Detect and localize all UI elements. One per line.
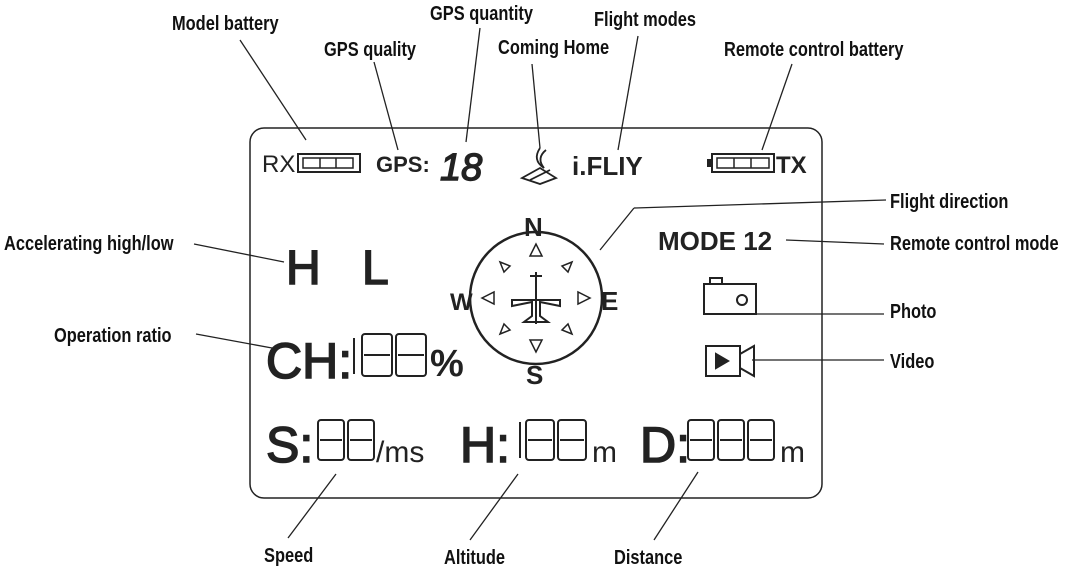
tx-label: TX bbox=[776, 152, 807, 179]
photo-icon bbox=[703, 277, 757, 315]
rc-battery-icon bbox=[707, 153, 775, 173]
ch-prefix: CH: bbox=[266, 333, 352, 389]
accel-high: H bbox=[286, 242, 321, 295]
compass-east: E bbox=[601, 286, 618, 316]
coming-home-icon bbox=[519, 147, 559, 185]
callout-flight-direction: Flight direction bbox=[890, 191, 1009, 213]
leader-rc-mode bbox=[785, 239, 885, 245]
leader-speed bbox=[287, 473, 337, 539]
rx-label: RX bbox=[262, 151, 295, 178]
ch-percent: % bbox=[430, 343, 464, 385]
mode-label: MODE 12 bbox=[658, 226, 772, 256]
leader-accelerating bbox=[193, 243, 285, 263]
callout-flight-modes: Flight modes bbox=[594, 9, 697, 31]
airplane-icon bbox=[511, 272, 561, 324]
leader-gps-quantity bbox=[465, 27, 481, 143]
callout-rc-mode: Remote control mode bbox=[890, 233, 1059, 255]
callout-coming-home: Coming Home bbox=[498, 37, 610, 59]
callout-speed: Speed bbox=[264, 545, 314, 567]
leader-coming-home bbox=[531, 63, 541, 149]
accel-low: L bbox=[362, 242, 389, 295]
speed-prefix: S: bbox=[266, 417, 313, 473]
leader-flight-modes bbox=[617, 35, 639, 151]
altitude-digits bbox=[519, 419, 587, 461]
callout-rc-battery: Remote control battery bbox=[724, 39, 904, 61]
compass-north: N bbox=[524, 212, 543, 242]
leader-model-battery bbox=[239, 39, 307, 141]
leader-lines bbox=[193, 27, 887, 541]
leader-distance bbox=[653, 471, 699, 541]
speed-digits bbox=[317, 419, 375, 461]
model-battery-icon bbox=[297, 153, 361, 173]
lcd-screen-outline bbox=[249, 127, 823, 499]
video-icon bbox=[705, 344, 755, 378]
leader-rc-battery bbox=[761, 63, 793, 151]
altitude-unit: m bbox=[592, 436, 617, 469]
compass-ring bbox=[468, 230, 604, 366]
leader-operation-ratio bbox=[195, 333, 273, 349]
callout-video: Video bbox=[890, 351, 935, 373]
callout-model-battery: Model battery bbox=[172, 13, 279, 35]
callout-photo: Photo bbox=[890, 301, 937, 323]
callout-altitude: Altitude bbox=[444, 547, 506, 569]
gps-count-digits: 18 bbox=[440, 147, 482, 189]
speed-unit: /ms bbox=[376, 436, 424, 469]
ch-digits bbox=[353, 333, 427, 377]
distance-digits bbox=[687, 419, 775, 461]
callout-operation-ratio: Operation ratio bbox=[54, 325, 172, 347]
distance-unit: m bbox=[780, 436, 805, 469]
leader-gps-quality bbox=[373, 61, 399, 151]
altitude-prefix: H: bbox=[460, 417, 510, 473]
compass-south: S bbox=[526, 360, 543, 390]
distance-prefix: D: bbox=[640, 417, 690, 473]
leader-altitude bbox=[469, 473, 519, 541]
callout-distance: Distance bbox=[614, 547, 683, 569]
callout-accelerating: Accelerating high/low bbox=[4, 233, 174, 255]
gps-label: GPS: bbox=[376, 152, 430, 177]
compass-arrows bbox=[480, 242, 592, 354]
leader-flight-direction bbox=[633, 199, 887, 209]
callout-gps-quality: GPS quality bbox=[324, 39, 417, 61]
compass-west: W bbox=[450, 289, 473, 316]
flight-mode-text: i.FLIY bbox=[572, 151, 643, 181]
callout-gps-quantity: GPS quantity bbox=[430, 3, 533, 25]
leader-flight-direction-b bbox=[599, 207, 635, 251]
compass: N S E W bbox=[450, 212, 618, 390]
